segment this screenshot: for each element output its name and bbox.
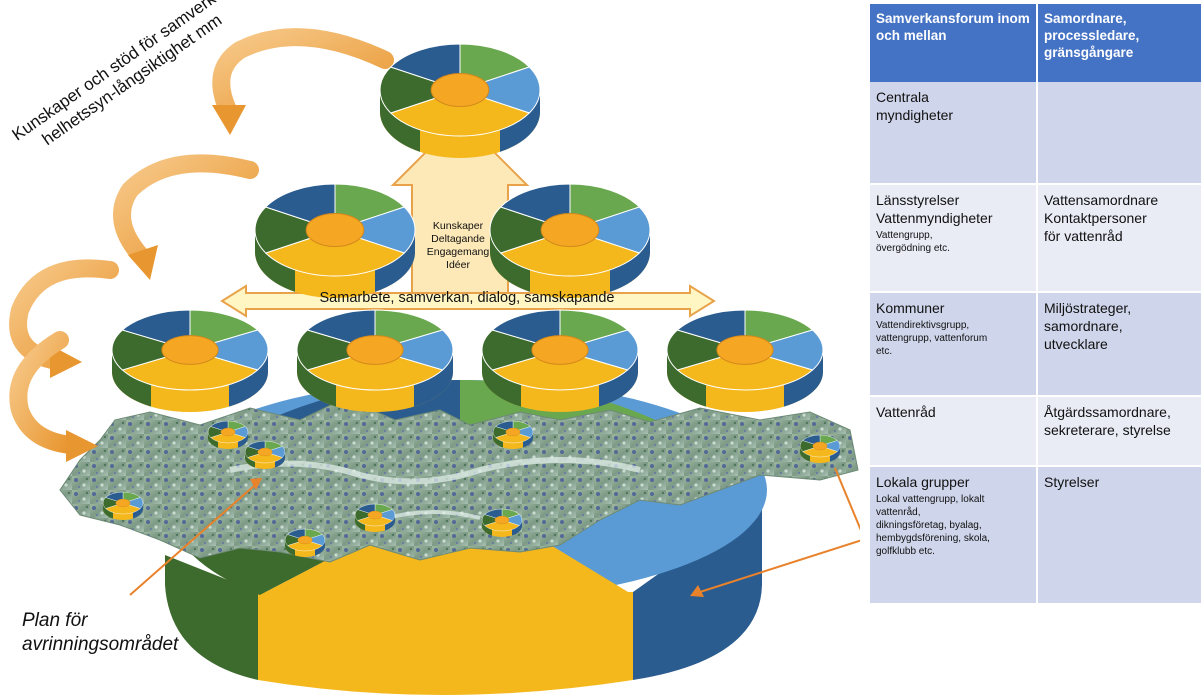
table-row: Vattenråd Åtgärdssamordnare, sekreterare, …: [870, 396, 1203, 467]
coordinator-line: utvecklare: [1044, 336, 1108, 352]
pie-disc-upper-left: [254, 183, 416, 298]
pie-mini: [799, 434, 841, 463]
coordinator-line: Kontaktpersoner: [1044, 210, 1147, 226]
table-cell-forum: Centrala myndigheter: [870, 82, 1038, 185]
plan-label-line-2: avrinningsområdet: [22, 634, 179, 655]
pie-mini: [244, 440, 286, 469]
pie-mini: [284, 528, 326, 557]
plan-label-line-1: Plan för: [22, 610, 88, 631]
arrow-text-ideer: Idéer: [446, 259, 470, 271]
coordinator-line: Åtgärdssamordnare,: [1044, 404, 1171, 420]
pointer-line-plan: [129, 484, 256, 596]
catchment-map: [59, 397, 859, 563]
coordinator-line: samordnare,: [1044, 318, 1123, 334]
table-header-row: Samverkansforum inom och mellan Samordna…: [870, 4, 1203, 82]
curved-arrows: [9, 28, 394, 462]
forum-detail-line: Vattendirektivsgrupp,: [876, 320, 970, 331]
pie-mini: [102, 491, 144, 520]
forum-name-line: Vattenmyndigheter: [876, 210, 993, 226]
pointer-line-local: [699, 539, 860, 593]
forum-name-line: Centrala: [876, 89, 929, 105]
forum-detail-line: övergödning etc.: [876, 243, 950, 254]
forum-name-line: myndigheter: [876, 107, 954, 123]
table-cell-coordinator: [1037, 82, 1203, 185]
arrow-text-engagemang: Engagemang: [426, 246, 490, 258]
table-cell-forum: Vattenråd: [870, 396, 1038, 467]
forum-detail-line: vattengrupp, vattenforum: [876, 333, 988, 344]
forum-name-line: Kommuner: [876, 300, 945, 316]
pie-disc-lower-1: [111, 309, 269, 412]
table-cell-coordinator: Miljöstrateger, samordnare, utvecklare: [1037, 292, 1203, 397]
coordinator-line: Miljöstrateger,: [1044, 300, 1132, 316]
forum-detail-line: golfklubb etc.: [876, 546, 935, 557]
central-arrow-label: Kunskaper Deltagande Engagemang Idéer: [408, 220, 508, 272]
header-coordinators: Samordnare, processledare, gränsgångare: [1037, 4, 1203, 82]
header-forum: Samverkansforum inom och mellan: [870, 4, 1038, 82]
table-cell-coordinator: Åtgärdssamordnare, sekreterare, styrelse: [1037, 396, 1203, 467]
plan-label: Plan för avrinningsområdet: [22, 609, 178, 657]
coordinator-line: för vattenråd: [1044, 228, 1123, 244]
pie-disc-lower-4: [666, 309, 824, 412]
table-row: Centrala myndigheter: [870, 82, 1203, 185]
forum-detail-line: hembygdsförening, skola,: [876, 533, 990, 544]
table-cell-coordinator: Styrelser: [1037, 466, 1203, 605]
pie-disc-lower-3: [481, 309, 639, 412]
base-disc-side-yellow: [258, 592, 633, 695]
forum-detail-line: dikningsföretag, byalag,: [876, 520, 982, 531]
pie-mini: [481, 508, 523, 537]
collaboration-diagram: [9, 28, 860, 695]
coordinator-line: Styrelser: [1044, 474, 1100, 490]
arrow-text-deltagande: Deltagande: [431, 233, 485, 245]
forum-detail-line: Lokal vattengrupp, lokalt: [876, 494, 985, 505]
pie-disc-upper-right: [489, 183, 651, 298]
base-disc-side-dark-green: [165, 555, 258, 680]
pie-mini: [207, 420, 249, 449]
forum-detail-line: vattenråd,: [876, 507, 921, 518]
pointer-line-local-2: [834, 467, 860, 531]
forum-table: Samverkansforum inom och mellan Samordna…: [870, 4, 1203, 605]
forum-name-line: Vattenråd: [876, 404, 936, 420]
forum-name-line: Lokala grupper: [876, 474, 970, 490]
pie-disc-lower-2: [296, 309, 454, 412]
pie-discs: [102, 43, 841, 557]
forum-name-line: Länsstyrelser: [876, 192, 960, 208]
horizontal-arrow-label: Samarbete, samverkan, dialog, samskapand…: [319, 290, 615, 306]
arrow-text-kunskaper: Kunskaper: [432, 220, 484, 232]
forum-detail-line: etc.: [876, 346, 893, 357]
pie-disc-top: [379, 43, 541, 158]
pie-mini: [492, 420, 534, 449]
pie-mini: [354, 503, 396, 532]
coordinator-line: Vattensamordnare: [1044, 192, 1159, 208]
forum-detail-line: Vattengrupp,: [876, 230, 933, 241]
coordinator-line: sekreterare, styrelse: [1044, 422, 1171, 438]
